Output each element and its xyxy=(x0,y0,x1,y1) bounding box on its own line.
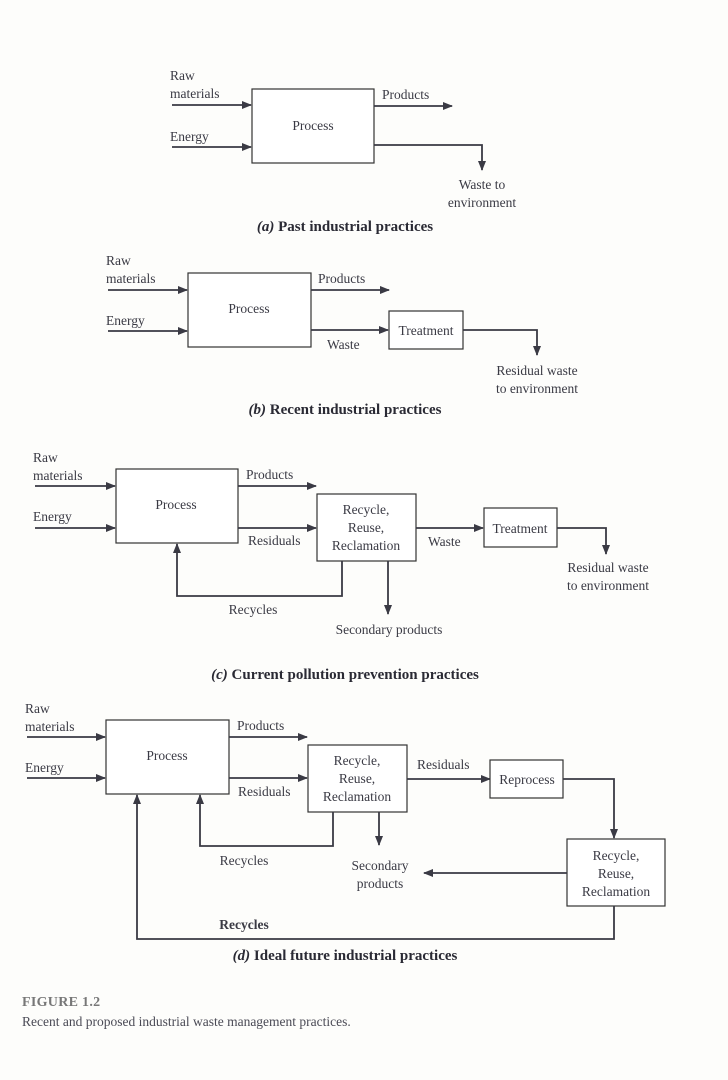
rrr2-label-2: Reuse, xyxy=(598,866,634,881)
recycles-bold-arrow xyxy=(133,794,615,940)
rrr-label-1: Recycle, xyxy=(343,502,390,517)
process-box xyxy=(251,88,375,164)
recycles-arrow xyxy=(196,794,334,847)
waste-label-2: environment xyxy=(448,195,516,210)
secondary-products-label: Secondary products xyxy=(336,622,443,637)
figure-title: FIGURE 1.2 xyxy=(22,995,101,1010)
energy-label: Energy xyxy=(106,313,145,328)
residuals-label: Residuals xyxy=(248,533,301,548)
products-label: Products xyxy=(246,467,293,482)
reprocess-label: Reprocess xyxy=(499,772,554,787)
caption-a: (a) Past industrial practices xyxy=(257,219,433,235)
process-label: Process xyxy=(155,497,196,512)
secondary-products-label-2: products xyxy=(357,876,404,891)
recycles-label: Recycles xyxy=(220,853,269,868)
reprocess-box xyxy=(489,759,564,799)
raw-materials-label: Raw xyxy=(170,68,195,83)
waste-label: Waste to xyxy=(459,177,506,192)
rrr2-label-3: Reclamation xyxy=(582,884,650,899)
products-label: Products xyxy=(237,718,284,733)
recycles-bold-label: Recycles xyxy=(219,917,268,932)
process-box xyxy=(187,272,312,348)
secondary-products-label: Secondary xyxy=(352,858,409,873)
process-box xyxy=(105,719,230,795)
process-label: Process xyxy=(146,748,187,763)
residuals-label-2: Residuals xyxy=(417,757,470,772)
residual-label-2: to environment xyxy=(567,578,649,593)
rrr-label-2: Reuse, xyxy=(339,771,375,786)
figure-description: Recent and proposed industrial waste man… xyxy=(22,1014,351,1029)
raw-materials-label: Raw xyxy=(106,253,131,268)
panel-c: Raw materials Energy Process Products Re… xyxy=(33,450,649,683)
recycle-reuse-reclamation-box xyxy=(307,744,408,813)
treatment-label: Treatment xyxy=(399,323,454,338)
rrr2-label-1: Recycle, xyxy=(593,848,640,863)
panel-d: Raw materials Energy Process Products Re… xyxy=(25,701,666,964)
raw-materials-label: Raw xyxy=(33,450,58,465)
waste-arrow xyxy=(374,144,486,171)
residual-arrow xyxy=(463,329,541,356)
recycle-reuse-reclamation-box xyxy=(316,493,417,562)
reprocess-to-rrr-arrow xyxy=(563,778,618,839)
treatment-box xyxy=(483,507,558,548)
caption-c: (c) Current pollution prevention practic… xyxy=(211,667,479,683)
panel-b: Raw materials Energy Process Products Wa… xyxy=(106,253,578,418)
recycle-reuse-reclamation-box-2 xyxy=(566,838,666,907)
rrr-label-2: Reuse, xyxy=(348,520,384,535)
residual-label-2: to environment xyxy=(496,381,578,396)
energy-label: Energy xyxy=(170,129,209,144)
caption-b: (b) Recent industrial practices xyxy=(249,402,442,418)
raw-materials-label: Raw xyxy=(25,701,50,716)
raw-materials-label-2: materials xyxy=(170,86,219,101)
raw-materials-label-2: materials xyxy=(33,468,82,483)
waste-label: Waste xyxy=(327,337,360,352)
residual-label: Residual waste xyxy=(567,560,648,575)
treatment-label: Treatment xyxy=(493,521,548,536)
treatment-box xyxy=(388,310,464,350)
raw-materials-label-2: materials xyxy=(106,271,155,286)
caption-d: (d) Ideal future industrial practices xyxy=(233,948,458,964)
process-label: Process xyxy=(292,118,333,133)
rrr-label-3: Reclamation xyxy=(323,789,391,804)
rrr-label-1: Recycle, xyxy=(334,753,381,768)
raw-materials-label-2: materials xyxy=(25,719,74,734)
products-label: Products xyxy=(318,271,365,286)
recycles-arrow xyxy=(173,543,343,597)
products-label: Products xyxy=(382,87,429,102)
waste-label: Waste xyxy=(428,534,461,549)
energy-label: Energy xyxy=(33,509,72,524)
process-label: Process xyxy=(228,301,269,316)
rrr-label-3: Reclamation xyxy=(332,538,400,553)
recycles-label: Recycles xyxy=(229,602,278,617)
residual-label: Residual waste xyxy=(496,363,577,378)
panel-a: Raw materials Energy Process Products Wa… xyxy=(170,68,516,235)
residuals-label: Residuals xyxy=(238,784,291,799)
energy-label: Energy xyxy=(25,760,64,775)
residual-arrow xyxy=(557,527,610,555)
